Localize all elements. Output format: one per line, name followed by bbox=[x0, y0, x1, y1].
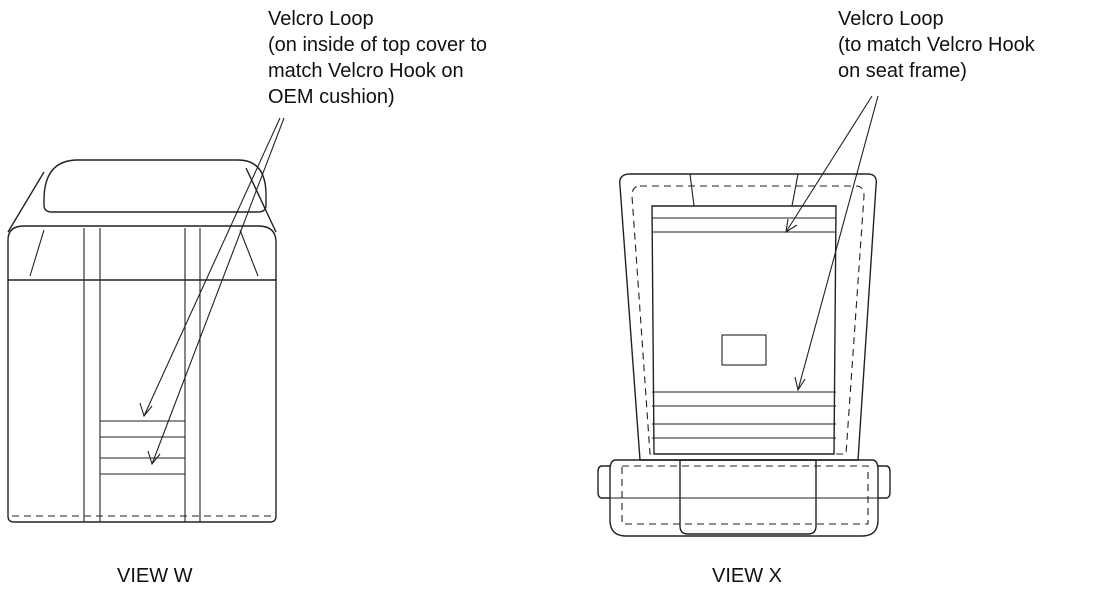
view-w-top-pad bbox=[43, 159, 267, 213]
view-w-body-outline bbox=[7, 279, 277, 523]
view-x-callout-arrows bbox=[785, 95, 879, 392]
view-w-callout-arrows bbox=[139, 117, 285, 466]
callout-view-w-line-1: Velcro Loop bbox=[268, 8, 374, 30]
view-x-top-notch-right bbox=[791, 173, 799, 207]
view-x-left-tab bbox=[597, 465, 610, 499]
view-x-outer-outline bbox=[619, 173, 878, 461]
view-x-inner-dashed bbox=[631, 185, 865, 455]
view-x-arrowhead-1 bbox=[785, 218, 798, 234]
view-x-top-notch-left bbox=[689, 173, 695, 207]
view-x-right-tab bbox=[878, 465, 891, 499]
callout-view-w-line-3: match Velcro Hook on bbox=[268, 60, 464, 82]
callout-view-x-line-1: Velcro Loop bbox=[838, 8, 944, 30]
callout-view-w: Velcro Loop (on inside of top cover to m… bbox=[268, 6, 487, 110]
callout-view-w-line-4: OEM cushion) bbox=[268, 86, 395, 108]
callout-view-w-line-2: (on inside of top cover to bbox=[268, 34, 488, 56]
view-w-label: VIEW W bbox=[117, 565, 193, 587]
view-x-arrow-1 bbox=[785, 95, 873, 233]
view-w-body-top bbox=[7, 225, 277, 280]
view-w-left-flap bbox=[7, 171, 45, 233]
view-x-front-bolster bbox=[609, 459, 879, 537]
view-x-front-bolster-dashed bbox=[621, 465, 869, 525]
view-x-label-patch bbox=[721, 334, 767, 366]
view-w-arrowhead-1 bbox=[139, 402, 153, 418]
callout-view-x-line-2: (to match Velcro Hook bbox=[838, 34, 1035, 56]
view-w-arrow-2 bbox=[151, 117, 285, 465]
callout-view-x: Velcro Loop (to match Velcro Hook on sea… bbox=[838, 6, 1035, 84]
view-w-right-crease bbox=[239, 229, 259, 277]
view-x-center-panel bbox=[651, 205, 837, 455]
callout-view-x-line-3: on seat frame) bbox=[838, 60, 967, 82]
view-x-arrow-2 bbox=[797, 95, 879, 391]
view-x-drawing bbox=[597, 173, 891, 537]
view-w-arrow-1 bbox=[143, 117, 281, 417]
view-w-drawing bbox=[7, 159, 277, 523]
view-x-bolster-flap bbox=[679, 459, 817, 535]
view-w-right-flap bbox=[245, 167, 277, 233]
view-w-left-crease bbox=[29, 229, 45, 277]
view-w-arrowhead-2 bbox=[147, 450, 161, 466]
view-x-label: VIEW X bbox=[712, 565, 783, 587]
view-x-arrowhead-2 bbox=[794, 376, 806, 392]
